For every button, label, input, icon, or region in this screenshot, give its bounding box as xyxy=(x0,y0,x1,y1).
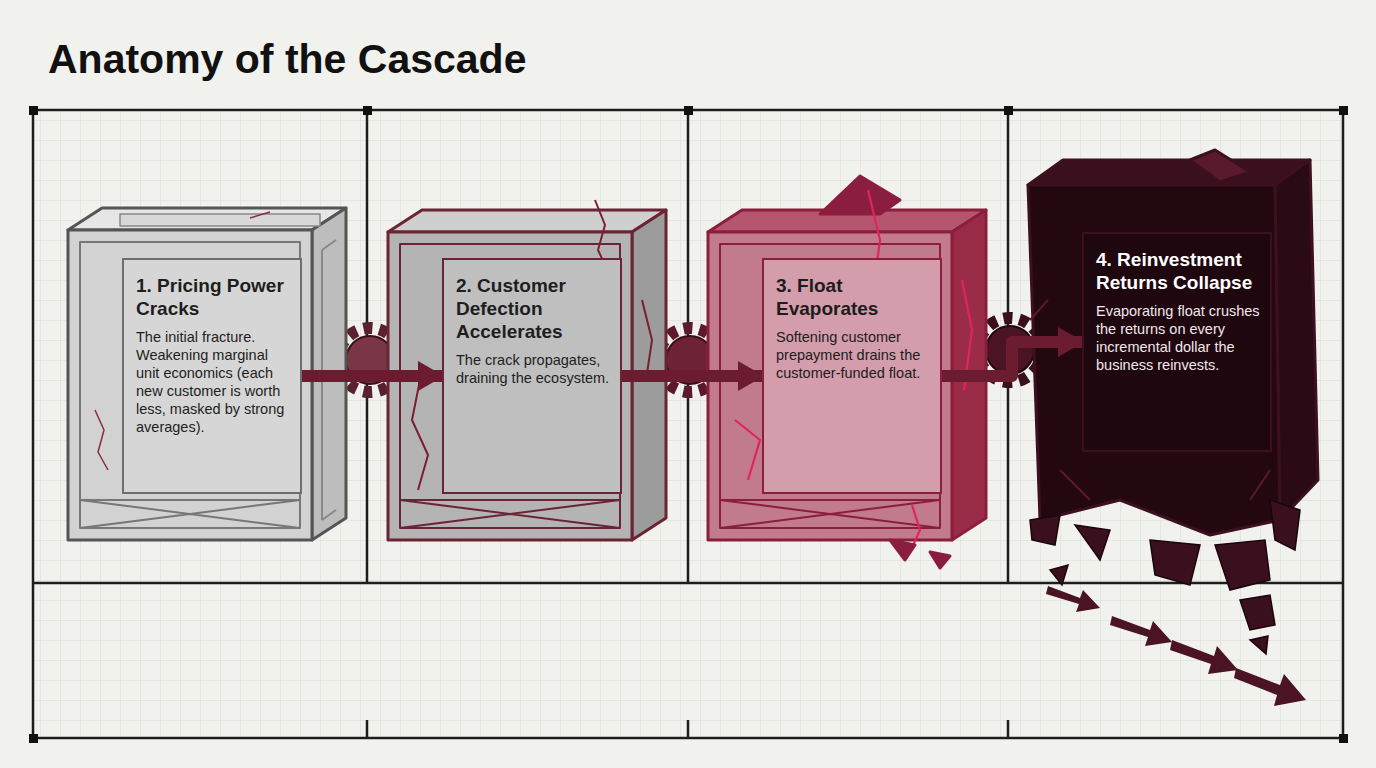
stage-heading: 2. Customer Defection Accelerates xyxy=(456,274,610,343)
cube-broken-corner xyxy=(820,176,900,214)
cube-front xyxy=(388,232,632,540)
cube-brace xyxy=(720,500,940,528)
cube-side xyxy=(1275,160,1318,520)
corner-mark xyxy=(1339,734,1348,743)
stage-heading: 3. Float Evaporates xyxy=(776,274,930,320)
cube-brace xyxy=(400,500,620,528)
flow-arrow xyxy=(622,370,762,382)
stage-box: 4. Reinvestment Returns CollapseEvaporat… xyxy=(1082,232,1272,452)
debris-arrow xyxy=(1234,668,1306,706)
debris xyxy=(1030,500,1300,654)
fragment xyxy=(1240,595,1275,630)
corner-mark xyxy=(29,106,38,115)
diagram-title: Anatomy of the Cascade xyxy=(48,36,526,83)
frame-tick xyxy=(1007,720,1010,738)
stage-heading: 1. Pricing Power Cracks xyxy=(136,274,290,320)
debris-arrow xyxy=(1046,586,1100,612)
crack xyxy=(735,190,972,552)
corner-mark xyxy=(1339,106,1348,115)
frame-tick xyxy=(687,720,690,738)
corner-mark xyxy=(29,734,38,743)
fragment xyxy=(1030,515,1060,545)
frame-tick xyxy=(366,720,369,738)
corner-mark xyxy=(684,106,693,115)
flow-arrow xyxy=(942,342,1082,376)
fragment xyxy=(1075,525,1110,560)
cube-top-panel xyxy=(120,214,320,226)
cube-front xyxy=(68,230,312,540)
fragment xyxy=(1215,540,1270,590)
fragment xyxy=(1270,500,1300,550)
blueprint-frame xyxy=(33,110,1343,738)
stage-heading: 4. Reinvestment Returns Collapse xyxy=(1096,248,1260,294)
outer-frame xyxy=(33,110,1343,738)
fragment xyxy=(1250,636,1268,654)
debris-arrow xyxy=(1110,616,1172,646)
frame-corners xyxy=(29,106,1348,743)
stage-box: 2. Customer Defection AcceleratesThe cra… xyxy=(442,258,622,494)
flow-arrow xyxy=(302,370,442,382)
fragment xyxy=(930,552,950,568)
fragment xyxy=(1150,540,1200,585)
falling-arrows xyxy=(1046,586,1306,706)
grid-paper xyxy=(33,110,1343,738)
cube-broken-corner xyxy=(1190,150,1250,182)
stage-description: Evaporating float crushes the returns on… xyxy=(1096,302,1260,374)
corner-mark xyxy=(363,106,372,115)
debris-arrow xyxy=(1170,640,1238,674)
stage-box: 1. Pricing Power CracksThe initial fract… xyxy=(122,258,302,494)
cube-front xyxy=(708,232,952,540)
stage-description: The initial fracture. Weakening marginal… xyxy=(136,328,290,436)
corner-mark xyxy=(1004,106,1013,115)
stage-box: 3. Float EvaporatesSoftening customer pr… xyxy=(762,258,942,494)
stage-description: The crack propagates, draining the ecosy… xyxy=(456,351,610,387)
cube-top xyxy=(1028,160,1310,185)
cube-front xyxy=(1028,185,1280,535)
fragment xyxy=(890,540,915,560)
cube-brace xyxy=(80,500,300,528)
frame-divider xyxy=(33,582,1343,585)
fragment xyxy=(1050,565,1068,585)
stage-description: Softening customer prepayment drains the… xyxy=(776,328,930,382)
cube-top xyxy=(388,210,666,232)
cube-top xyxy=(68,208,346,230)
